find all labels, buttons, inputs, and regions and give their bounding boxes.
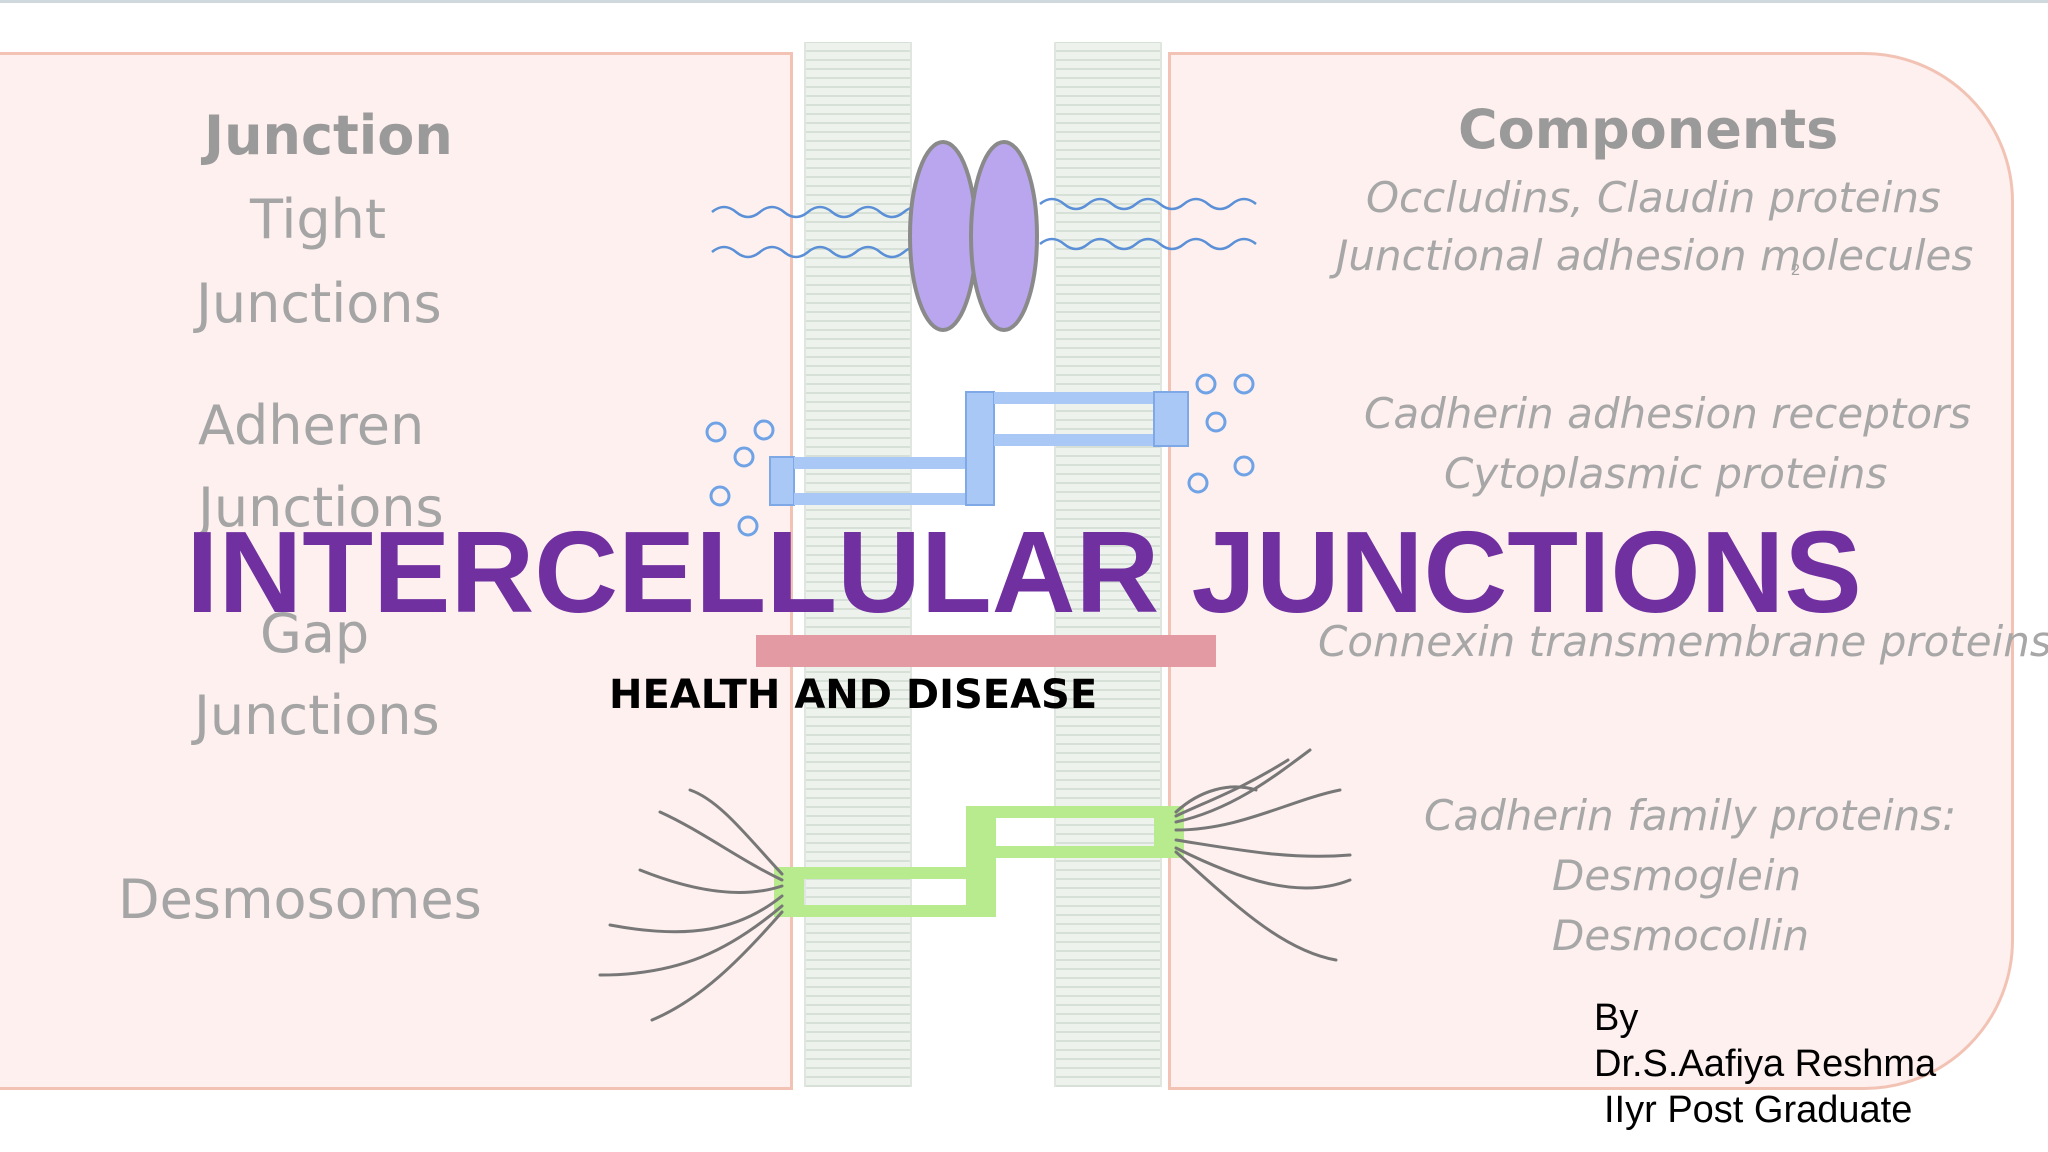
page-number: 2 [1791,262,1800,279]
author-by: By [1594,997,1639,1039]
desmosome-illustration [598,748,1352,1022]
author-position: IIyr Post Graduate [1604,1089,1913,1131]
component-adheren-2: Cytoplasmic proteins [1444,449,1888,498]
gap-junction-illustration [756,635,1216,667]
component-desmosome-3: Desmocollin [1552,911,1810,960]
left-panel [0,52,793,1090]
junction-label-gap-1: Gap [260,602,370,665]
right-heading: Components [1458,98,1839,161]
junction-label-tight-2: Junctions [196,272,442,335]
junction-label-tight-1: Tight [250,188,387,251]
slide-title: INTERCELLULAR JUNCTIONS [186,507,1862,637]
junction-label-adheren-2: Junctions [198,476,444,539]
tight-junction-illustration [711,140,1257,332]
junction-label-gap-2: Junctions [194,684,440,747]
junction-label-adheren-1: Adheren [198,394,425,457]
author-name: Dr.S.Aafiya Reshma [1594,1043,1937,1085]
junction-label-desmosomes: Desmosomes [118,868,482,931]
cell-membrane-right [1054,42,1162,1087]
component-adheren-1: Cadherin adhesion receptors [1364,389,1972,438]
top-rule [0,0,2048,3]
left-heading: Junction [204,104,453,167]
component-desmosome-2: Desmoglein [1552,851,1802,900]
adheren-junction-illustration [705,373,1255,537]
author-block: By Dr.S.Aafiya Reshma IIyr Post Graduate [1594,995,1936,1133]
component-tight-2: Junctional adhesion molecules [1336,231,1974,280]
component-tight-1: Occludins, Claudin proteins [1366,173,1941,222]
component-gap-1: Connexin transmembrane proteins [1318,617,2048,666]
slide-subtitle: HEALTH AND DISEASE [609,672,1098,718]
component-desmosome-1: Cadherin family proteins: [1424,791,1957,840]
right-panel [1168,52,2014,1090]
